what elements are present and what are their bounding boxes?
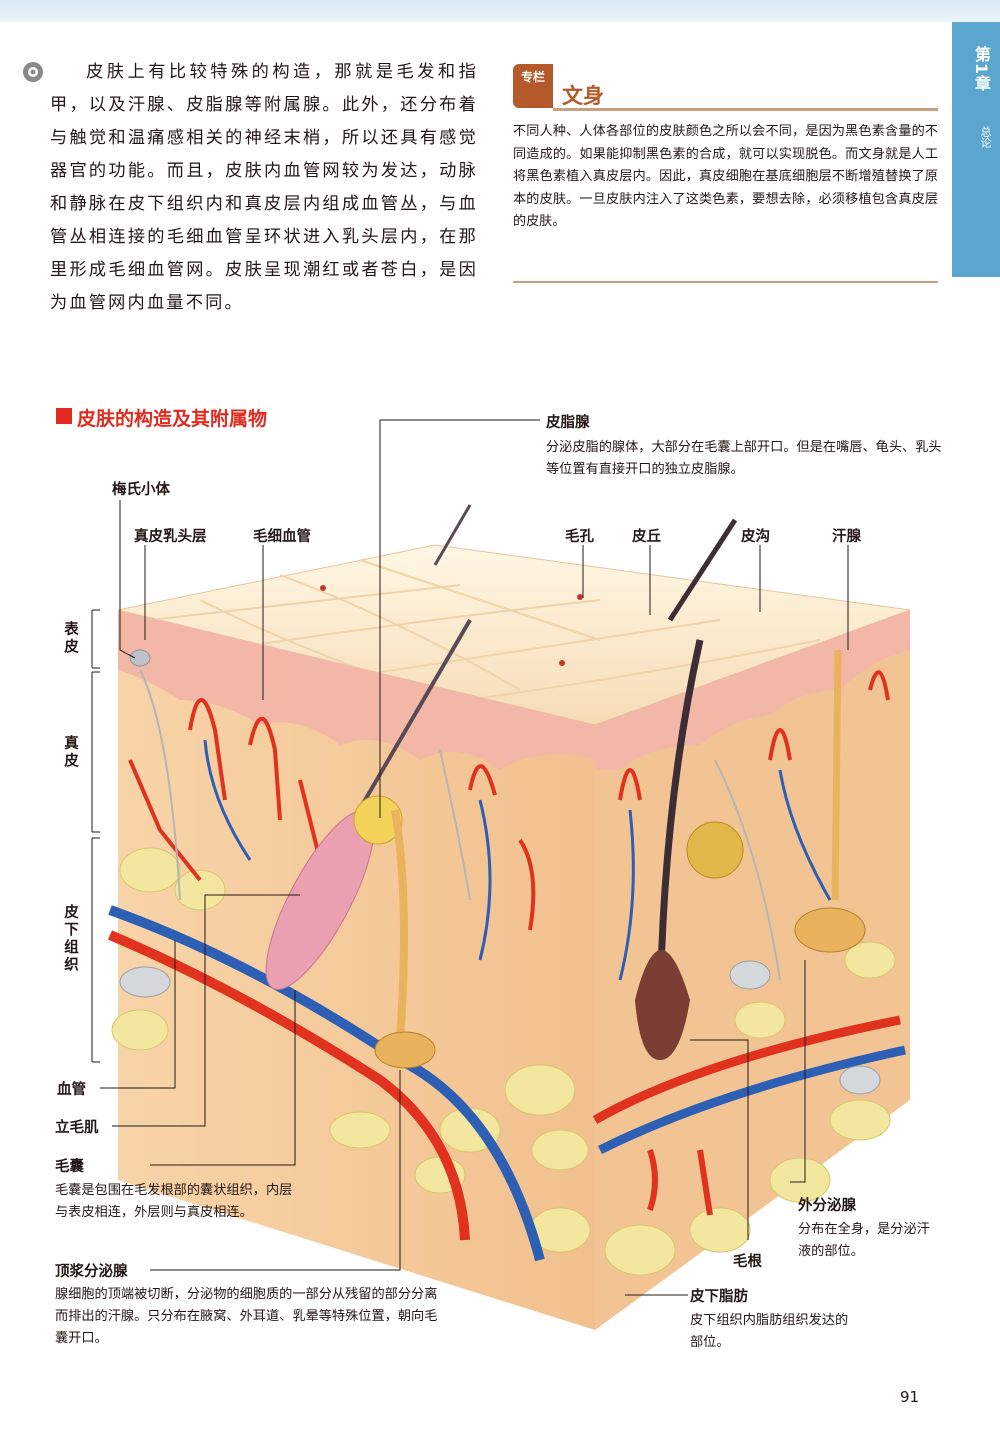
label-capillary: 毛细血管 [253, 529, 311, 545]
label-hair-root: 毛根 [733, 1254, 762, 1270]
desc-hair-follicle: 毛囊是包围在毛发根部的囊状组织，内层与表皮相连，外层则与真皮相连。 [55, 1183, 293, 1220]
desc-eccrine-gland: 分布在全身，是分泌汗液的部位。 [798, 1222, 930, 1259]
desc-apocrine-gland: 腺细胞的顶端被切断，分泌物的细胞质的一部分从残留的部分分离而排出的汗腺。只分布在… [55, 1287, 438, 1346]
column-body: 不同人种、人体各部位的皮肤颜色之所以会不同，是因为黑色素含量的不同造成的。如果能… [513, 124, 938, 229]
label-subcutaneous-fat: 皮下脂肪 [690, 1289, 748, 1305]
label-arrector-pili: 立毛肌 [55, 1120, 99, 1136]
label-epidermis: 表皮 [62, 621, 78, 656]
desc-subcutaneous-fat: 皮下组织内脂肪组织发达的部位。 [690, 1313, 849, 1350]
column-divider [553, 108, 938, 111]
label-papillary-layer: 真皮乳头层 [134, 529, 207, 545]
column-divider-bottom [513, 281, 938, 283]
label-dermis: 真皮 [62, 735, 78, 770]
label-skin-sulcus: 皮沟 [741, 529, 770, 545]
section-title: 皮肤的构造及其附属物 [77, 408, 268, 430]
label-apocrine-gland: 顶浆分泌腺 [55, 1264, 128, 1280]
chapter-number: 第1章 [972, 46, 991, 93]
chapter-tab [952, 22, 1000, 277]
label-blood-vessel: 血管 [57, 1082, 86, 1098]
label-skin-crista: 皮丘 [632, 529, 661, 545]
label-hair-follicle: 毛囊 [55, 1159, 84, 1175]
section-marker [56, 408, 72, 424]
label-sweat-gland: 汗腺 [832, 529, 861, 545]
label-sebaceous-gland: 皮脂腺 [546, 415, 590, 431]
label-pore: 毛孔 [565, 529, 594, 545]
page-number: 91 [900, 1388, 920, 1406]
label-subcutis: 皮下组织 [62, 904, 78, 974]
chapter-subtitle: 总论 [979, 126, 992, 148]
intro-paragraph: 皮肤上有比较特殊的构造，那就是毛发和指甲，以及汗腺、皮脂腺等附属腺。此外，还分布… [50, 62, 478, 313]
desc-sebaceous-gland: 分泌皮脂的腺体，大部分在毛囊上部开口。但是在嘴唇、龟头、乳头等位置有直接开口的独… [546, 440, 942, 477]
column-title: 文身 [562, 84, 604, 108]
top-color-band [0, 0, 1000, 22]
label-meissner-corpuscle: 梅氏小体 [112, 482, 170, 498]
label-eccrine-gland: 外分泌腺 [798, 1198, 856, 1214]
paragraph-icon [23, 62, 43, 82]
column-badge: 专栏 [513, 64, 553, 108]
